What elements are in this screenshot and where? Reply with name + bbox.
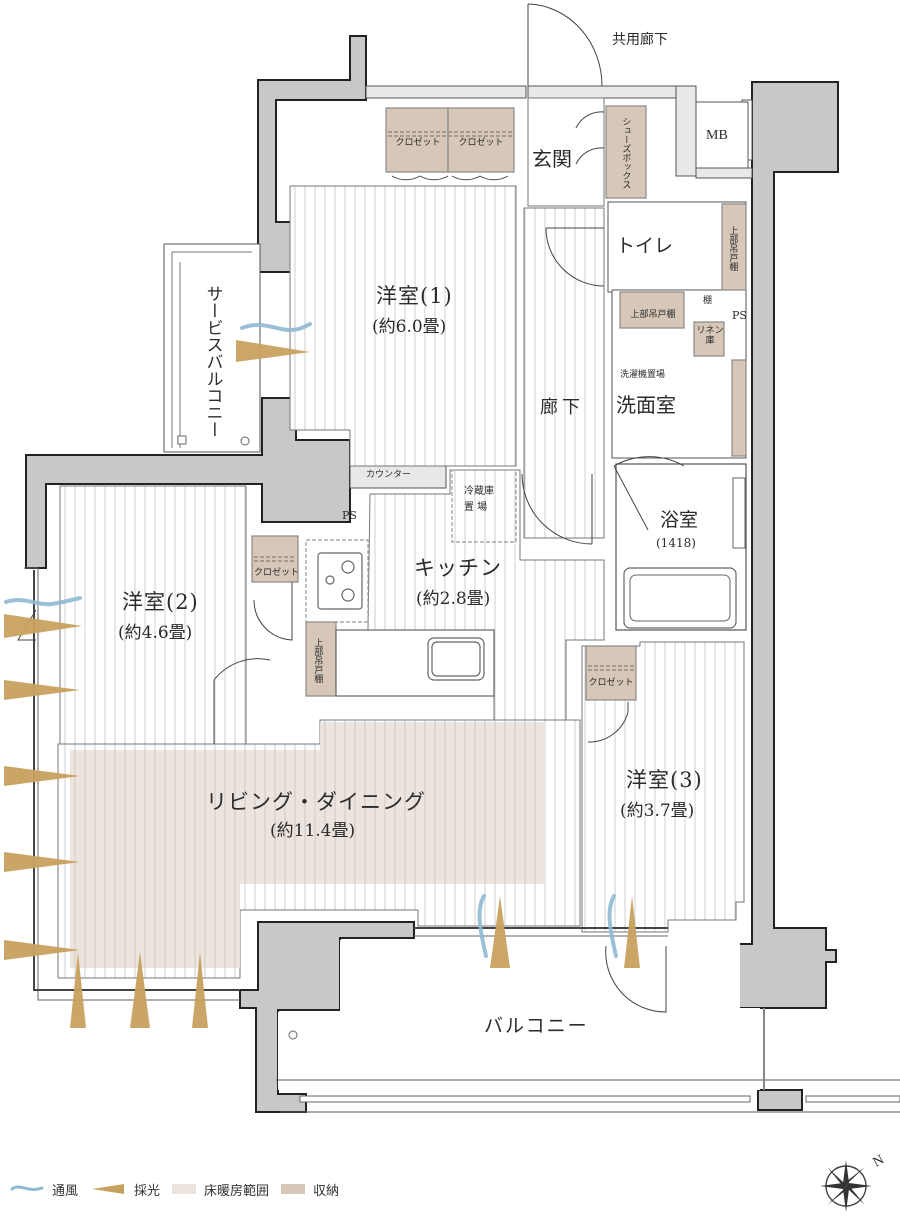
doors [17,3,685,1013]
room3-label: 洋室(3) [626,768,703,792]
balcony-floor [278,940,760,1090]
legend-item-daylight: 採光 [90,1180,160,1199]
floor-heating-area [70,722,544,968]
structural-walls [25,35,839,1113]
closet-room3 [585,645,637,701]
ps-left-label: PS [342,509,357,522]
compass-icon [820,1160,872,1212]
closet-label-a: クロゼット [395,138,441,148]
room1-label: 洋室(1) [376,284,453,308]
closet-room1-b [447,107,515,173]
linen-storage [693,321,725,357]
living-dining-area-label: (約11.4畳) [270,821,356,841]
shoe-box [605,105,647,199]
counter-label: カウンター [366,470,412,480]
kitchen-upper-cabinet [305,621,337,697]
toilet-upper-cabinet-label: 上部吊戸棚 [727,225,738,271]
legend-label: 採光 [134,1183,161,1199]
stove [317,552,363,610]
entrance-floor [527,97,605,207]
bathroom-label: 浴室 [660,509,699,531]
common-corridor-label: 共用廊下 [612,32,668,48]
floor-heating-swatch [172,1184,197,1194]
daylight-icon [92,1184,125,1194]
fridge-space-label-1: 冷蔵庫 [464,486,494,497]
room2-area-label: (約4.6畳) [118,623,193,643]
toilet-upper-cabinet [721,203,747,291]
washroom-upper-cabinet [619,291,685,329]
shoe-box-label: シューズボックス [620,117,631,189]
closet-room1-a [385,107,449,173]
entrance-label: 玄関 [532,147,572,171]
room2-closet-label: クロゼット [254,568,300,578]
floor-areas [24,97,900,1113]
compass-rose: N [812,1150,894,1216]
bathroom-size-label: (1418) [656,536,696,550]
living-dining-label: リビング・ダイニング [206,790,426,814]
kitchen-fixtures [317,552,495,697]
washroom-side-cabinet [731,359,747,457]
room2-label: 洋室(2) [122,590,199,614]
bathtub [623,567,737,629]
mb-room [695,101,749,169]
ps-right-label: PS [732,309,747,322]
room1-floor [289,185,517,467]
toilet-label: トイレ [616,235,674,257]
washroom-label: 洗面室 [616,393,676,417]
shelf-label: 棚 [703,296,713,306]
legend: 通風 採光 床暖房範囲 収納 [10,1176,339,1202]
ventilation-icon [10,1185,44,1191]
corridor-label: 廊下 [540,397,584,418]
storage-areas [251,105,747,701]
corridor-floor [523,207,605,539]
legend-label: 床暖房範囲 [204,1183,270,1199]
washroom-upper-cabinet-label: 上部吊戸棚 [630,310,676,320]
legend-item-ventilation: 通風 [10,1180,78,1199]
room3-area-label: (約3.7畳) [620,801,695,821]
room2-floor [59,485,247,745]
fridge-space-label-2: 置 場 [464,502,488,513]
closet-label-b: クロゼット [458,138,504,148]
storage-swatch [281,1184,306,1194]
room1-area-label: (約6.0畳) [372,317,447,337]
washer-space-label: 洗濯機置場 [620,370,666,380]
linen-label: リネン庫 [696,326,724,347]
legend-label: 収納 [313,1183,340,1199]
balcony-label: バルコニー [484,1015,589,1037]
ventilation-indicators [4,322,618,958]
daylight-indicators [4,340,640,1028]
mb-label: MB [706,128,728,143]
service-balcony-label: サービスバルコニー [202,284,223,438]
legend-item-storage: 収納 [281,1180,339,1199]
legend-label: 通風 [52,1183,79,1199]
service-balcony-floor [163,243,261,453]
legend-item-floor-heating: 床暖房範囲 [172,1180,269,1199]
closet-room2 [251,535,299,583]
room3-closet-label: クロゼット [588,678,634,688]
kitchen-area-label: (約2.8畳) [416,589,491,609]
kitchen-label: キッチン [414,556,502,580]
kitchen-upper-cabinet-label: 上部吊戸棚 [312,637,323,683]
sink [427,637,485,681]
